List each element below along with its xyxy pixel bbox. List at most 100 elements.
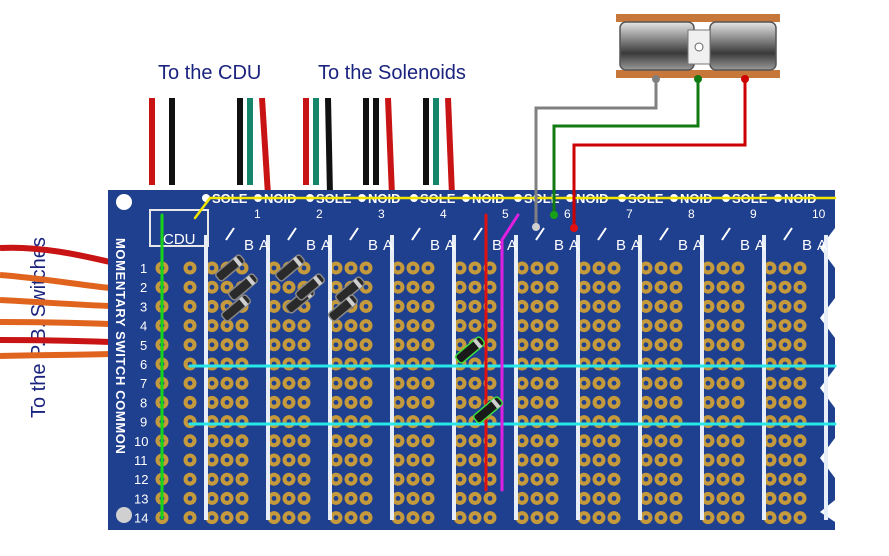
pad-hole <box>271 496 277 501</box>
strip-divider <box>452 235 456 520</box>
pad-hole <box>224 496 230 501</box>
pad-hole <box>487 265 493 271</box>
pad-hole <box>187 476 193 482</box>
pad-hole <box>611 323 617 328</box>
pad-hole <box>301 476 307 482</box>
pad-hole <box>239 342 245 348</box>
pad-hole <box>425 400 431 405</box>
pad-hole <box>534 284 540 290</box>
column-label-a: A <box>259 237 269 254</box>
pad-hole <box>596 284 602 290</box>
pad-hole <box>286 400 292 405</box>
pad-hole <box>271 284 277 290</box>
pad-hole <box>187 515 193 520</box>
pad-hole <box>658 265 664 271</box>
pad-hole <box>581 342 587 348</box>
pad-hole <box>271 265 277 271</box>
pad-hole <box>487 438 493 444</box>
pad-hole <box>363 457 369 463</box>
pad-hole <box>673 304 679 309</box>
pad-hole <box>596 265 602 271</box>
pad-hole <box>782 515 788 520</box>
pad-hole <box>271 380 277 386</box>
pad-hole <box>239 476 245 482</box>
pad-hole <box>425 265 431 271</box>
pad-hole <box>271 304 277 309</box>
pad-hole <box>735 304 741 309</box>
pad-hole <box>643 265 649 271</box>
pad-hole <box>643 476 649 482</box>
pad-hole <box>782 304 788 309</box>
pad-hole <box>705 476 711 482</box>
pad-hole <box>425 380 431 386</box>
row-number: 8 <box>140 395 147 410</box>
pad-hole <box>705 496 711 501</box>
pad-hole <box>239 438 245 444</box>
pad-hole <box>348 457 354 463</box>
pad-hole <box>782 400 788 405</box>
pad-hole <box>720 400 726 405</box>
pad-hole <box>333 496 339 501</box>
pad-hole <box>735 265 741 271</box>
pad-hole <box>457 380 463 386</box>
row-number: 10 <box>134 434 148 449</box>
pad-hole <box>209 457 215 463</box>
pad-hole <box>519 323 525 328</box>
pad-hole <box>596 380 602 386</box>
pad-hole <box>348 342 354 348</box>
pad-hole <box>457 323 463 328</box>
pad-hole <box>596 323 602 328</box>
pad-hole <box>519 496 525 501</box>
board-wires <box>160 78 837 520</box>
pad-hole <box>333 515 339 520</box>
pad-hole <box>472 438 478 444</box>
row-number: 9 <box>140 415 147 430</box>
pad-hole <box>363 284 369 290</box>
pad-hole <box>395 438 401 444</box>
pad-hole <box>271 457 277 463</box>
pad-hole <box>596 342 602 348</box>
pad-hole <box>658 323 664 328</box>
pad-hole <box>410 304 416 309</box>
pad-hole <box>549 476 555 482</box>
row-number: 6 <box>140 357 147 372</box>
slash-mark <box>225 227 235 241</box>
pad-hole <box>534 496 540 501</box>
pad-hole <box>286 380 292 386</box>
pad-hole <box>797 496 803 501</box>
pad-hole <box>363 304 369 309</box>
pad-hole <box>224 342 230 348</box>
pad-hole <box>596 515 602 520</box>
pad-hole <box>239 265 245 271</box>
column-label-b: B <box>616 237 626 254</box>
pad-hole <box>797 476 803 482</box>
pad-hole <box>425 515 431 520</box>
diode-icon <box>228 273 258 301</box>
pad-hole <box>209 265 215 271</box>
pad-hole <box>705 342 711 348</box>
column-label-a: A <box>693 237 703 254</box>
slash-mark <box>721 227 731 241</box>
pad-hole <box>720 342 726 348</box>
pad-hole <box>410 323 416 328</box>
pad-hole <box>643 438 649 444</box>
pad-hole <box>673 457 679 463</box>
slash-mark <box>411 227 421 241</box>
pad-hole <box>767 496 773 501</box>
pad-hole <box>301 304 307 309</box>
mounting-hole-icon <box>116 507 132 523</box>
slash-mark <box>783 227 793 241</box>
pad-hole <box>673 323 679 328</box>
pad-hole <box>797 515 803 520</box>
pad-hole <box>301 515 307 520</box>
pad-hole <box>658 496 664 501</box>
column-number: 10 <box>812 207 826 221</box>
pad-hole <box>673 496 679 501</box>
pad-hole <box>333 457 339 463</box>
pad-hole <box>673 284 679 290</box>
diode-band <box>292 256 303 267</box>
pad-hole <box>472 380 478 386</box>
pad-hole <box>209 400 215 405</box>
pad-hole <box>410 515 416 520</box>
strip-divider <box>204 235 208 520</box>
